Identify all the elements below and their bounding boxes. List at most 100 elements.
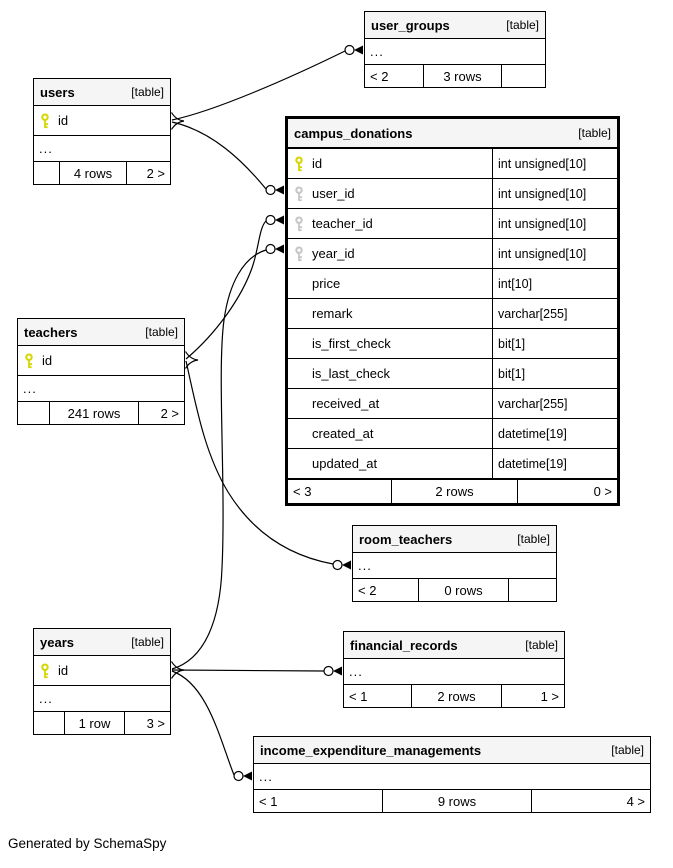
table-user_groups[interactable]: user_groups [table] ... < 2 3 rows (364, 11, 546, 88)
table-footer: < 2 0 rows (353, 578, 556, 601)
relation-users-user_groups (171, 50, 346, 121)
pk-column-row: id (34, 106, 170, 136)
table-header: income_expenditure_managements [table] (254, 737, 650, 764)
generator-note: Generated by SchemaSpy (8, 836, 167, 851)
children-count (34, 712, 64, 734)
column-type: int unsigned[10] (492, 149, 617, 178)
column-type: int[10] (492, 269, 617, 298)
table-footer: 1 row 3 > (34, 711, 170, 734)
crowfoot-teachers (184, 351, 199, 369)
column-name: updated_at (312, 456, 378, 471)
children-count: < 1 (259, 793, 278, 809)
ellipsis-row: ... (39, 141, 53, 156)
pk-column-row: id (18, 346, 184, 376)
table-name[interactable]: users (40, 84, 75, 100)
column-type: varchar[255] (492, 389, 617, 418)
table-income_expenditure_managements[interactable]: income_expenditure_managements [table] .… (253, 736, 651, 813)
table-name[interactable]: financial_records (350, 637, 458, 653)
pk-column-row: id (34, 656, 170, 686)
relation-users-campus_donations (171, 121, 267, 190)
children-count (18, 402, 49, 424)
table-badge: [table] (506, 18, 539, 32)
table-footer: 241 rows 2 > (18, 401, 184, 424)
table-name[interactable]: user_groups (371, 17, 450, 33)
relation-years-financial_records (171, 669, 325, 672)
table-years[interactable]: years [table] id ... 1 row 3 > (33, 628, 171, 735)
column-name: is_first_check (312, 336, 391, 351)
row-count: 2 rows (391, 480, 517, 503)
ellipsis-row: ... (39, 691, 53, 706)
table-teachers[interactable]: teachers [table] id ... 241 rows 2 > (17, 318, 185, 425)
table-header: years [table] (34, 629, 170, 656)
column-name: received_at (312, 396, 380, 411)
column-row: user_id int unsigned[10] (288, 179, 617, 209)
column-name: teacher_id (312, 216, 373, 231)
table-financial_records[interactable]: financial_records [table] ... < 1 2 rows… (343, 631, 565, 708)
table-campus_donations[interactable]: campus_donations [table] id int unsigned… (285, 116, 620, 506)
table-footer: < 1 2 rows 1 > (344, 684, 564, 707)
table-header: user_groups [table] (365, 12, 545, 39)
column-name: user_id (312, 186, 355, 201)
column-type: int unsigned[10] (492, 239, 617, 268)
table-name[interactable]: income_expenditure_managements (260, 742, 482, 758)
column-row: is_first_check bit[1] (288, 329, 617, 359)
table-badge: [table] (525, 638, 558, 652)
column-type: bit[1] (492, 359, 617, 388)
row-count: 1 row (64, 712, 124, 734)
column-type: varchar[255] (492, 299, 617, 328)
table-footer: < 2 3 rows (365, 64, 545, 87)
table-header: campus_donations [table] (288, 119, 617, 149)
table-footer: 4 rows 2 > (34, 161, 170, 184)
table-name[interactable]: years (40, 634, 74, 650)
row-count: 9 rows (382, 790, 531, 812)
primary-key-icon (39, 662, 52, 679)
ellipsis-row: ... (349, 664, 363, 679)
parents-count: 2 > (126, 162, 170, 184)
table-name[interactable]: teachers (24, 324, 78, 340)
table-header: room_teachers [table] (353, 526, 556, 553)
primary-key-icon (39, 112, 52, 129)
edge-endpoints (233, 44, 363, 782)
parents-count: 2 > (138, 402, 184, 424)
column-name: created_at (312, 426, 374, 441)
children-count: < 3 (293, 484, 312, 499)
relation-teachers-room_teachers (185, 360, 334, 565)
column-row: price int[10] (288, 269, 617, 299)
column-name: id (312, 156, 323, 171)
foreign-key-icon (293, 245, 306, 262)
table-name[interactable]: campus_donations (294, 125, 413, 141)
table-header: users [table] (34, 79, 170, 106)
parents-count: 1 > (501, 685, 564, 707)
column-row: is_last_check bit[1] (288, 359, 617, 389)
foreign-key-icon (293, 185, 306, 202)
column-row: received_at varchar[255] (288, 389, 617, 419)
column-row: id int unsigned[10] (288, 149, 617, 179)
parents-count (508, 579, 556, 601)
table-name[interactable]: room_teachers (359, 531, 453, 547)
table-badge: [table] (517, 532, 550, 546)
table-badge: [table] (611, 743, 644, 757)
table-badge: [table] (131, 85, 164, 99)
column-row: year_id int unsigned[10] (288, 239, 617, 269)
column-name: year_id (312, 246, 355, 261)
row-count: 3 rows (423, 65, 501, 87)
relation-years-campus_donations (171, 249, 267, 670)
row-count: 4 rows (59, 162, 126, 184)
table-badge: [table] (578, 126, 611, 140)
table-badge: [table] (145, 325, 178, 339)
row-count: 241 rows (49, 402, 138, 424)
column-name: price (312, 276, 341, 291)
column-type: datetime[19] (492, 419, 617, 448)
table-header: teachers [table] (18, 319, 184, 346)
foreign-key-icon (293, 215, 306, 232)
column-row: created_at datetime[19] (288, 419, 617, 449)
table-users[interactable]: users [table] id ... 4 rows 2 > (33, 78, 171, 185)
parents-count: 3 > (124, 712, 170, 734)
children-count: < 1 (349, 688, 368, 704)
column-row: remark varchar[255] (288, 299, 617, 329)
ellipsis-row: ... (370, 44, 384, 59)
parents-count (501, 65, 545, 87)
table-room_teachers[interactable]: room_teachers [table] ... < 2 0 rows (352, 525, 557, 602)
column-name: id (42, 353, 53, 368)
